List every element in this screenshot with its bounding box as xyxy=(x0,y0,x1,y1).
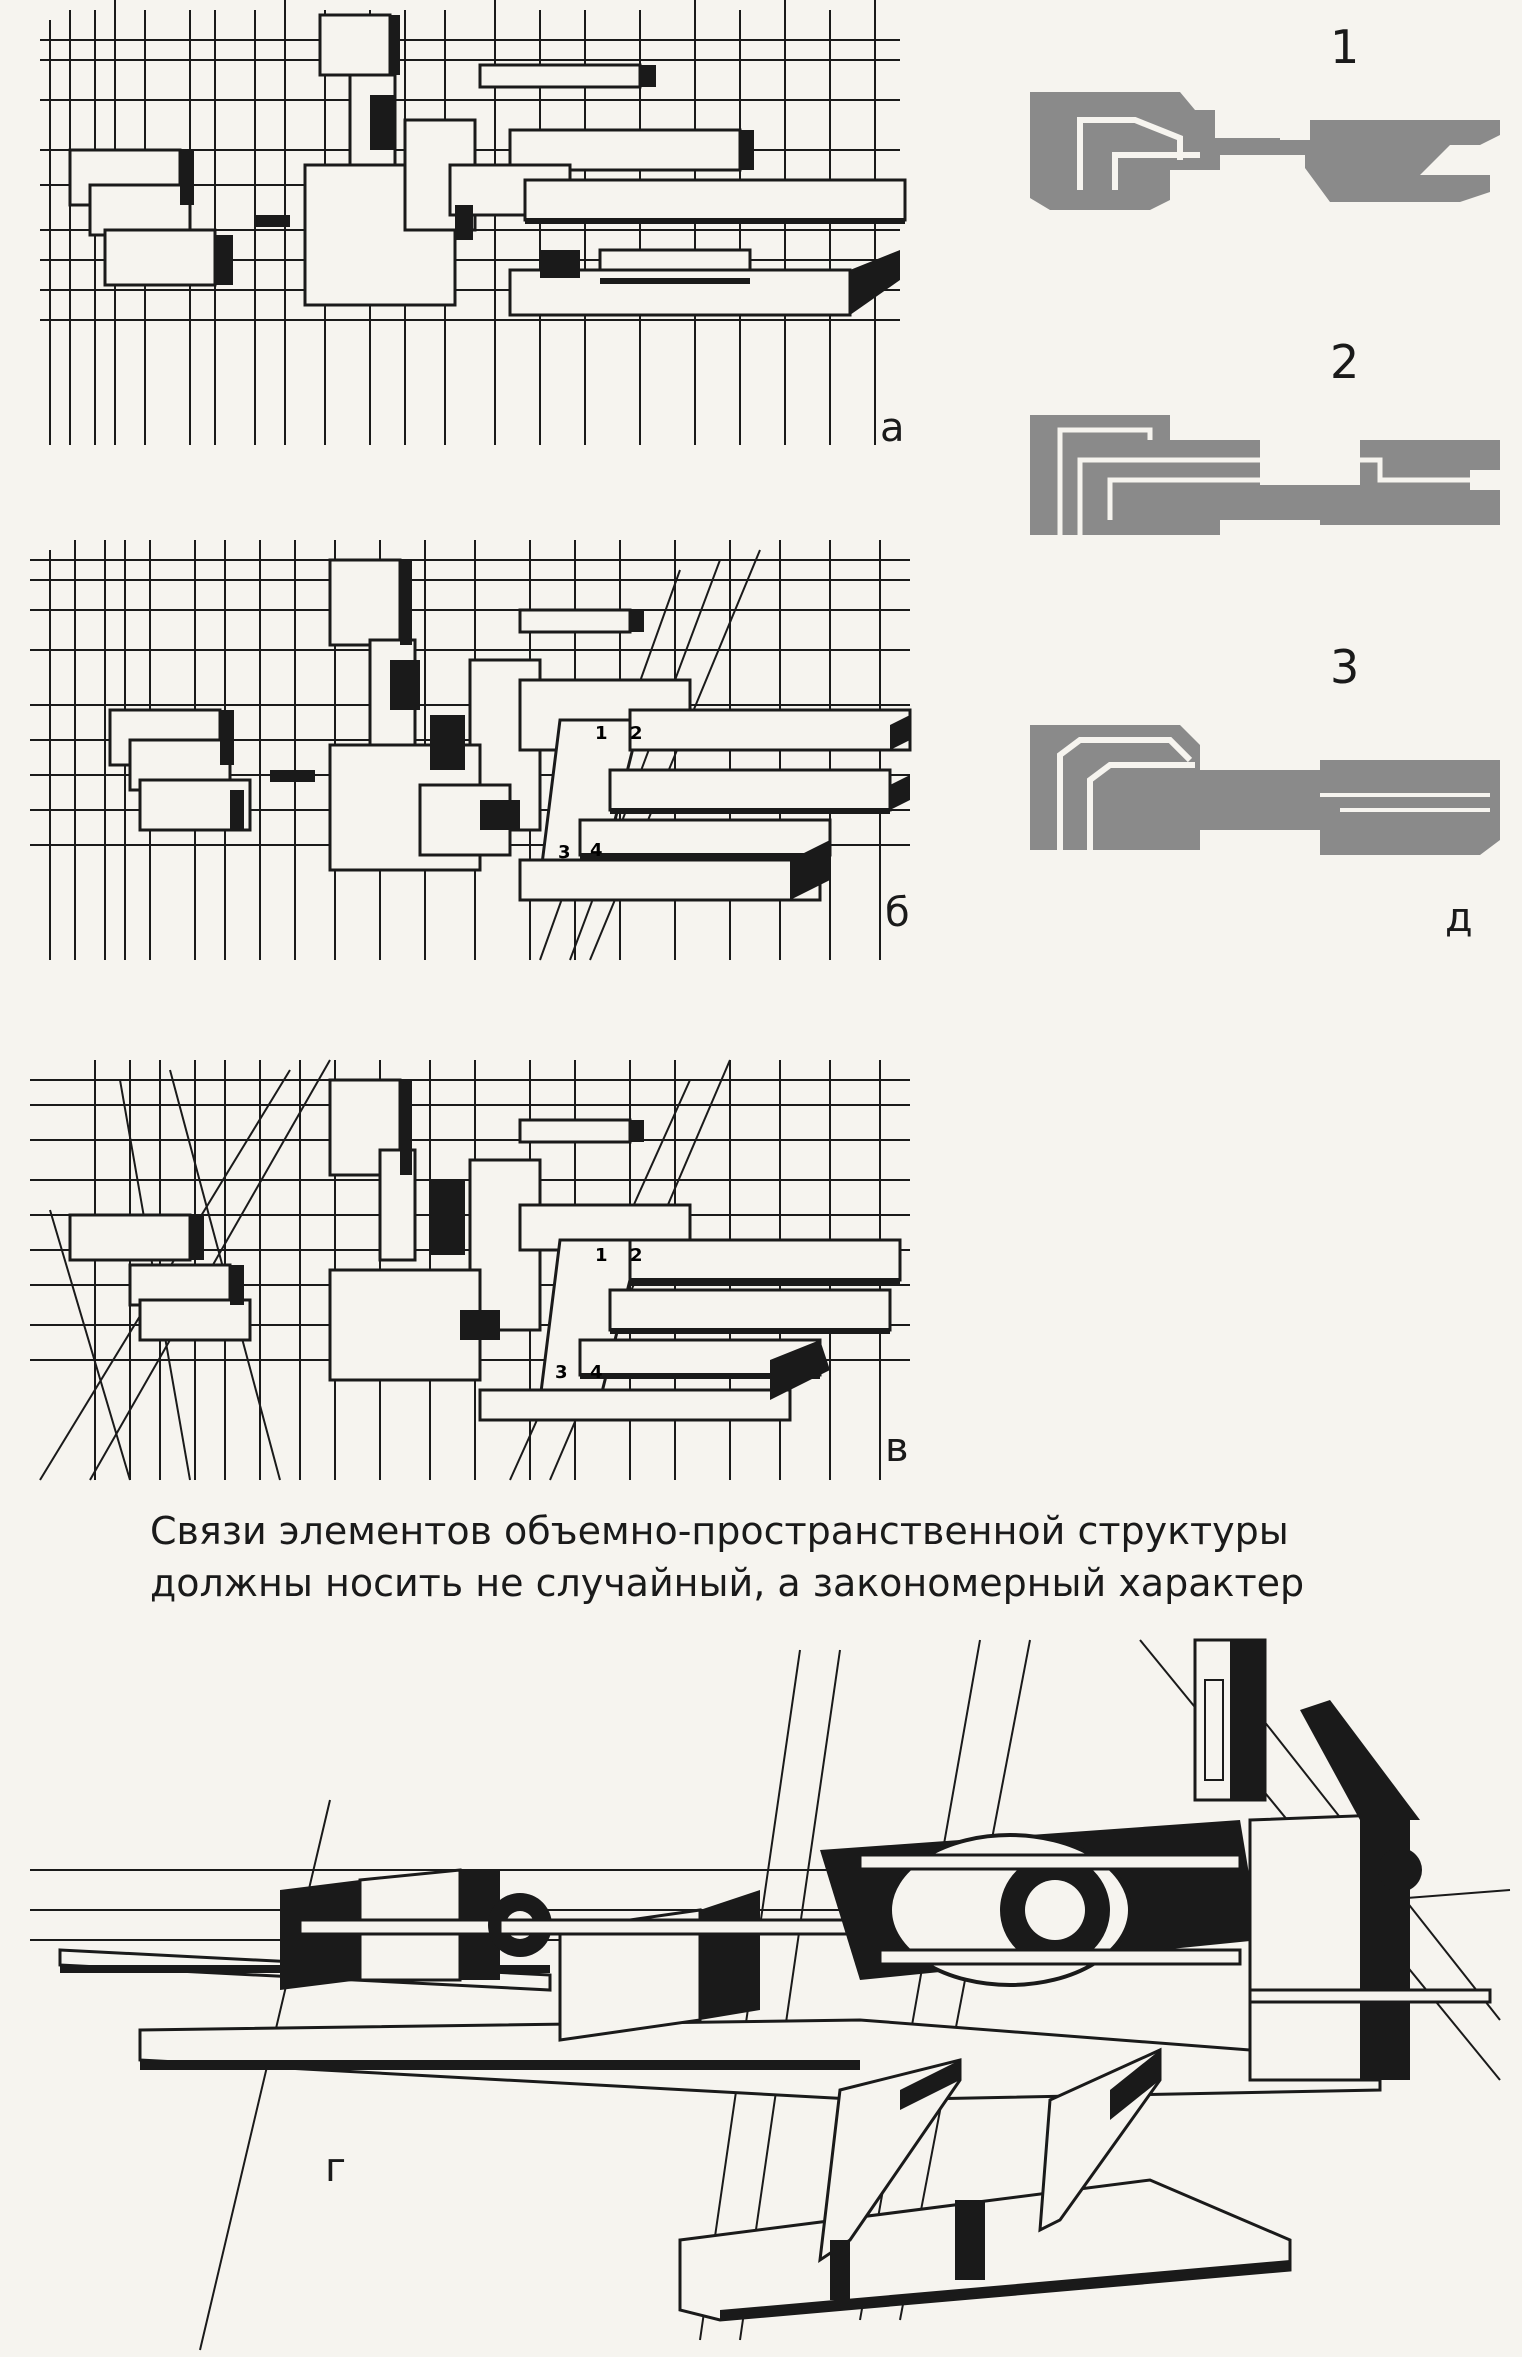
face-number-1-v: 1 xyxy=(595,1245,608,1266)
label-a: а xyxy=(880,405,905,451)
profile-number-3: 3 xyxy=(1330,640,1360,694)
caption-line-2: должны носить не случайный, а закономерн… xyxy=(150,1561,1305,1605)
face-number-3: 3 xyxy=(558,842,571,863)
face-number-4-v: 4 xyxy=(590,1362,603,1383)
label-g: г xyxy=(325,2145,347,2191)
drawing-b-grid xyxy=(30,540,912,961)
drawing-a-grid xyxy=(40,0,907,445)
face-number-4: 4 xyxy=(590,840,603,861)
figure-caption: Связи элементов объемно-пространственной… xyxy=(150,1505,1390,1609)
profile-1-shape xyxy=(1030,92,1500,210)
profiles-d: 1 2 3 д xyxy=(1000,0,1520,960)
drawing-v: 1 2 3 4 в xyxy=(30,1040,920,1490)
machine-illustration xyxy=(30,1638,1511,2351)
face-number-2: 2 xyxy=(630,723,643,744)
drawing-b: 1 2 3 4 б xyxy=(30,530,920,980)
label-b: б xyxy=(885,890,910,936)
drawing-v-grid xyxy=(30,1059,910,1481)
profile-2-shape xyxy=(1030,415,1500,535)
label-d: д xyxy=(1445,895,1473,941)
profile-3-shape xyxy=(1030,725,1500,855)
drawing-a: а xyxy=(40,0,910,451)
profile-number-1: 1 xyxy=(1330,20,1360,74)
drawing-g-machine: г xyxy=(0,1620,1522,2357)
label-v: в xyxy=(885,1425,909,1471)
caption-line-1: Связи элементов объемно-пространственной… xyxy=(150,1509,1289,1553)
face-number-3-v: 3 xyxy=(555,1362,568,1383)
face-number-1: 1 xyxy=(595,723,608,744)
face-number-2-v: 2 xyxy=(630,1245,643,1266)
profile-number-2: 2 xyxy=(1330,335,1360,389)
